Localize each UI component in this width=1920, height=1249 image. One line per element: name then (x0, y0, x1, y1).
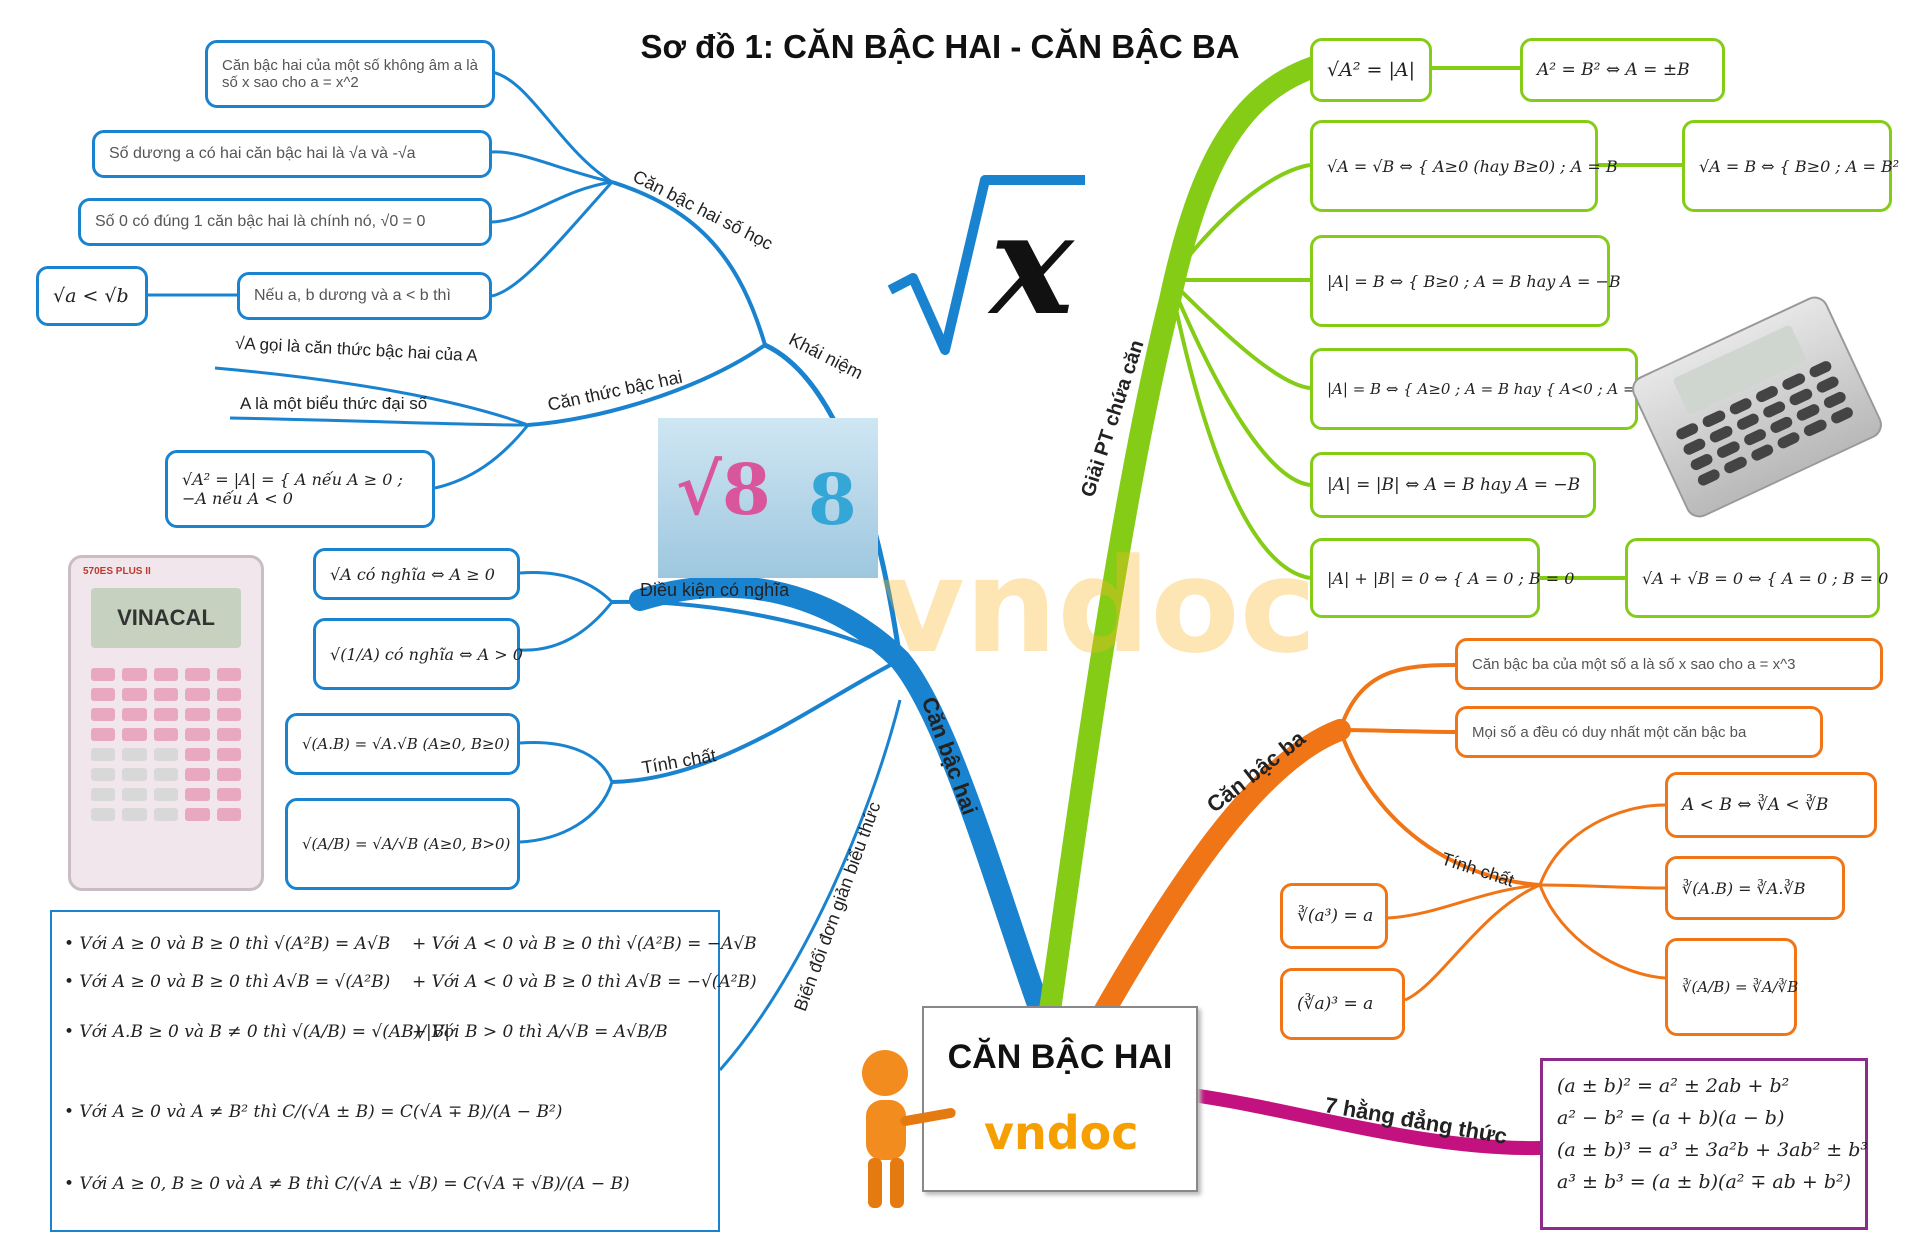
cbb-p3-box: ∛(A/B) = ∛A/∛B (1665, 938, 1799, 1036)
positive-box: Số dương a có hai căn bậc hai là √a và -… (92, 130, 492, 178)
compare-result: √a < √b (53, 285, 129, 307)
trunk-hang-dang-thuc (1185, 1088, 1547, 1156)
dk1-box: √A có nghĩa ⇔ A ≥ 0 (313, 548, 520, 600)
pt5-text: |A| = |B| ⇔ A = B hay A = −B (1327, 475, 1581, 495)
tc1-box: √(A.B) = √A.√B (A≥0, B≥0) (285, 713, 520, 775)
dk2-box: √(1/A) có nghĩa ⇔ A > 0 (313, 618, 523, 690)
bd-row-5: • Với A.B ≥ 0 và B ≠ 0 thì √(A/B) = √(AB… (64, 1022, 450, 1042)
cbb-p3-text: ∛(A/B) = ∛A/∛B (1682, 978, 1799, 996)
trunk-can-bac-ba (1094, 719, 1351, 1021)
abs-box: √A² = |A| = { A nếu A ≥ 0 ; −A nếu A < 0 (165, 450, 435, 528)
can-thuc-line2: A là một biểu thức đại số (240, 394, 428, 413)
hdt-4: a³ ± b³ = (a ± b)(a² ∓ ab + b²) (1557, 1171, 1852, 1193)
tc2-text: √(A/B) = √A/√B (A≥0, B>0) (302, 835, 511, 853)
pt2b-box: √A = B ⇔ { B≥0 ; A = B² (1682, 120, 1899, 212)
bd-row-8: • Với A ≥ 0, B ≥ 0 và A ≠ B thì C/(√A ± … (64, 1174, 630, 1194)
teacher-figure (850, 1050, 957, 1210)
pt6a-text: |A| + |B| = 0 ⇔ { A = 0 ; B = 0 (1327, 568, 1575, 588)
cheer-8: 8 (808, 458, 857, 541)
def-box: Căn bậc hai của một số không âm a là số … (205, 40, 495, 108)
hdt-3: (a ± b)³ = a³ ± 3a²b + 3ab² ± b³ (1557, 1139, 1869, 1161)
cbb-unique-text: Mọi số a đều có duy nhất một căn bậc ba (1472, 723, 1747, 741)
bd-row-2: + Với A < 0 và B ≥ 0 thì √(A²B) = −A√B (412, 934, 757, 954)
pt6b-text: √A + √B = 0 ⇔ { A = 0 ; B = 0 (1642, 568, 1889, 588)
tc1-text: √(A.B) = √A.√B (A≥0, B≥0) (302, 735, 510, 753)
sqrt-x-icon: x (885, 170, 1095, 370)
dk2-text: √(1/A) có nghĩa ⇔ A > 0 (330, 644, 523, 664)
compare-box: Nếu a, b dương và a < b thì (237, 272, 492, 320)
label-dieu-kien: Điều kiện có nghĩa (640, 580, 790, 600)
bd-row-4: + Với A < 0 và B ≥ 0 thì A√B = −√(A²B) (412, 972, 757, 992)
symbol-x: x (990, 183, 1074, 347)
calc-brand: VINACAL (91, 588, 241, 648)
bd-row-7: • Với A ≥ 0 và A ≠ B² thì C/(√A ± B) = C… (64, 1102, 563, 1122)
pt2a-box: √A = √B ⇔ { A≥0 (hay B≥0) ; A = B (1310, 120, 1618, 212)
cbb-id1-box: ∛(a³) = a (1280, 883, 1388, 949)
cbb-id2-text: (∛a)³ = a (1297, 994, 1374, 1014)
compare-result-box: √a < √b (36, 266, 148, 326)
center-logo: vndoc (984, 1106, 1139, 1160)
dk1-text: √A có nghĩa ⇔ A ≥ 0 (330, 564, 495, 584)
hdt-1: (a ± b)² = a² ± 2ab + b² (1557, 1075, 1790, 1097)
cbb-p1-box: A < B ⇔ ∛A < ∛B (1665, 772, 1877, 838)
calculator-illustration: 570ES PLUS II VINACAL (68, 555, 264, 891)
abs-text: √A² = |A| = { A nếu A ≥ 0 ; −A nếu A < 0 (182, 470, 403, 508)
bien-doi-box: • Với A ≥ 0 và B ≥ 0 thì √(A²B) = A√B + … (50, 910, 757, 1232)
hang-dang-thuc-box: (a ± b)² = a² ± 2ab + b² a² − b² = (a + … (1540, 1058, 1868, 1230)
pt6b-box: √A + √B = 0 ⇔ { A = 0 ; B = 0 (1625, 538, 1888, 618)
pt1b-text: A² = B² ⇔ A = ±B (1537, 60, 1690, 80)
tc2-box: √(A/B) = √A/√B (A≥0, B>0) (285, 798, 520, 890)
page-title: Sơ đồ 1: CĂN BẬC HAI - CĂN BẬC BA (640, 28, 1240, 65)
bd-row-3: • Với A ≥ 0 và B ≥ 0 thì A√B = √(A²B) (64, 972, 391, 992)
pt3-box: |A| = B ⇔ { B≥0 ; A = B hay A = −B (1310, 235, 1621, 327)
cbb-p1-text: A < B ⇔ ∛A < ∛B (1682, 795, 1829, 815)
pt1a-box: √A² = |A| (1310, 38, 1432, 102)
bd-row-6: + Với B > 0 thì A/√B = A√B/B (412, 1022, 668, 1042)
hdt-2: a² − b² = (a + b)(a − b) (1557, 1107, 1785, 1129)
trunk-can-bac-hai (629, 575, 1051, 1021)
positive-text: Số dương a có hai căn bậc hai là √a và -… (109, 145, 416, 162)
pt1b-box: A² = B² ⇔ A = ±B (1520, 38, 1725, 102)
cbb-def-box: Căn bậc ba của một số a là số x sao cho … (1455, 638, 1883, 690)
calc-model: 570ES PLUS II (83, 566, 151, 577)
calc-keys (91, 668, 241, 821)
compare-text: Nếu a, b dương và a < b thì (254, 287, 451, 304)
trunk-giai-pt (1039, 54, 1331, 1021)
cbb-id2-box: (∛a)³ = a (1280, 968, 1405, 1040)
zero-text: Số 0 có đúng 1 căn bậc hai là chính nó, … (95, 213, 426, 230)
cheer-illustration: √8 8 (658, 418, 878, 578)
cbb-p2-text: ∛(A.B) = ∛A.∛B (1682, 878, 1806, 898)
watermark-logo: vndoc (880, 530, 1317, 682)
cbb-p2-box: ∛(A.B) = ∛A.∛B (1665, 856, 1845, 920)
pt4-text: |A| = B ⇔ { A≥0 ; A = B hay { A<0 ; A = … (1327, 380, 1664, 398)
cheer-sqrt8: √8 (676, 448, 771, 531)
cbb-id1-text: ∛(a³) = a (1297, 906, 1374, 926)
cbb-unique-box: Mọi số a đều có duy nhất một căn bậc ba (1455, 706, 1823, 758)
pt6a-box: |A| + |B| = 0 ⇔ { A = 0 ; B = 0 (1310, 538, 1574, 618)
pt4-box: |A| = B ⇔ { A≥0 ; A = B hay { A<0 ; A = … (1310, 348, 1664, 430)
pt2b-text: √A = B ⇔ { B≥0 ; A = B² (1699, 156, 1900, 176)
cbb-def-text: Căn bậc ba của một số a là số x sao cho … (1472, 655, 1796, 673)
pt1a-text: √A² = |A| (1327, 59, 1415, 81)
zero-box: Số 0 có đúng 1 căn bậc hai là chính nó, … (78, 198, 492, 246)
pt3-text: |A| = B ⇔ { B≥0 ; A = B hay A = −B (1327, 271, 1621, 291)
pt2a-text: √A = √B ⇔ { A≥0 (hay B≥0) ; A = B (1327, 156, 1618, 176)
def-text: Căn bậc hai của một số không âm a là số … (222, 57, 478, 91)
center-title: CĂN BẬC HAI (947, 1038, 1173, 1076)
bd-row-1: • Với A ≥ 0 và B ≥ 0 thì √(A²B) = A√B (64, 934, 391, 954)
center-topic: CĂN BẬC HAI vndoc (922, 1006, 1198, 1192)
pt5-box: |A| = |B| ⇔ A = B hay A = −B (1310, 452, 1596, 518)
